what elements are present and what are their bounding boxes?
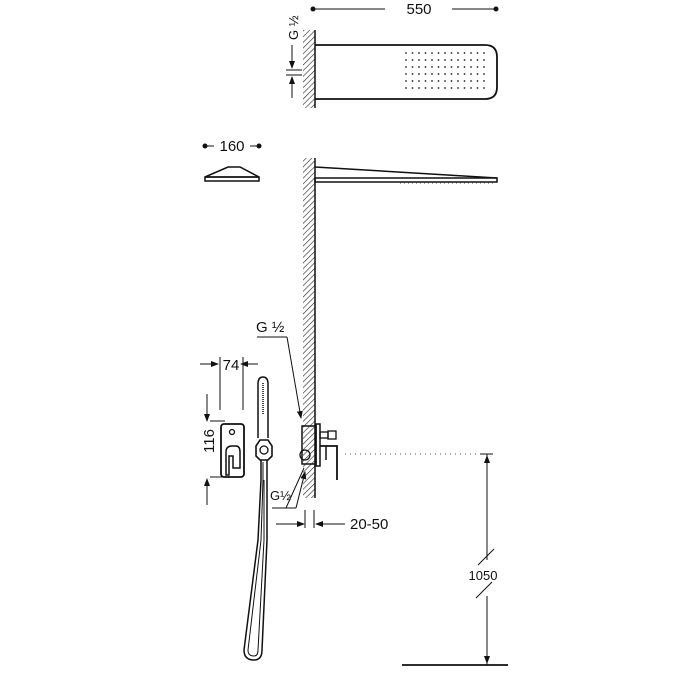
wall-plate-front-view: 74 116 [200,357,258,505]
hand-shower [243,376,273,661]
wall-section [303,158,316,498]
wall-hatch [303,30,315,108]
shower-head-outline [315,44,498,100]
shower-head-front-view: 160 [202,138,262,182]
dimension-116-label: 116 [201,429,218,453]
mixer-side-view [299,423,338,480]
dimension-20-50-label: 20-50 [350,516,388,533]
shower-head-top-view: 550 G ½ [286,1,499,108]
g-half-leader-upper: G ½ [256,319,303,419]
dimension-160-label: 160 [219,138,244,155]
g-half-label-top: G ½ [286,15,301,40]
dimension-1050-label: 1050 [469,568,498,583]
g-half-label-mid: G ½ [256,319,285,336]
dimension-550: 550 [310,1,499,18]
nozzle-grid [405,52,485,89]
g-half-label-lower: G½ [270,488,291,503]
dimension-550-label: 550 [406,1,431,18]
dimension-20-50: 20-50 [276,510,388,533]
shower-arm-side-view [314,166,498,184]
dimension-1050: 1050 [402,453,508,666]
g-half-leader-lower: G½ [270,467,307,509]
dimension-74-label: 74 [223,357,240,374]
g-half-connection-top: G ½ [286,15,302,98]
